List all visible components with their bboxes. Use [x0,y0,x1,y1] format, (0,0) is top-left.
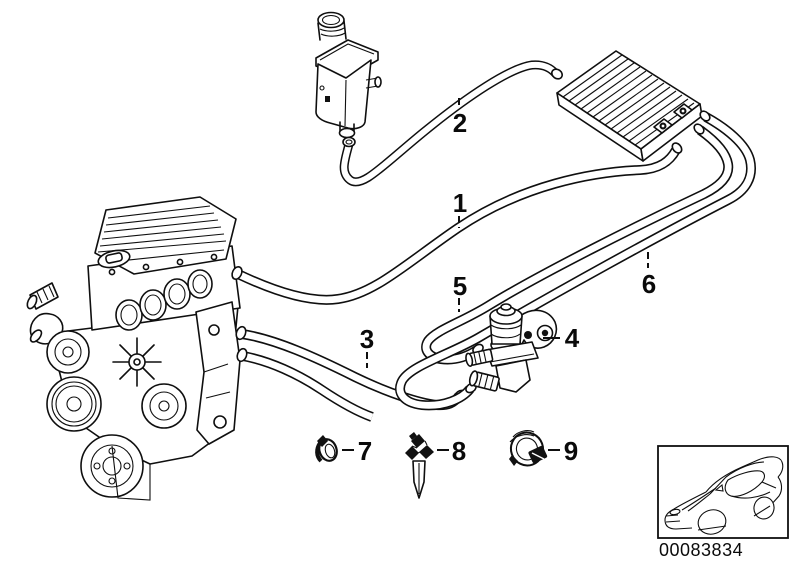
hose-clamp-part-9 [509,430,548,467]
water-valve [465,303,558,393]
expansion-tank [315,11,382,139]
callout-label-6: 6 [641,269,657,299]
callout-label-5: 5 [452,271,468,301]
heater-core [556,50,703,162]
callout-label-8: 8 [451,436,467,466]
car-thumbnail [657,445,789,539]
callout-label-3: 3 [359,324,375,354]
callout-label-1: 1 [452,188,468,218]
callout-label-7: 7 [357,436,373,466]
callout-leader-lines [342,98,649,451]
callout-label-2: 2 [452,108,468,138]
hose-2-expansion-tank-hose [339,60,563,187]
diagram-number: 00083834 [659,540,744,560]
expanding-rivet-part-8 [405,432,434,499]
engine-illustration [26,196,241,501]
callout-label-9: 9 [563,436,579,466]
clamp-part-7 [315,435,338,463]
callout-label-4: 4 [564,323,580,353]
